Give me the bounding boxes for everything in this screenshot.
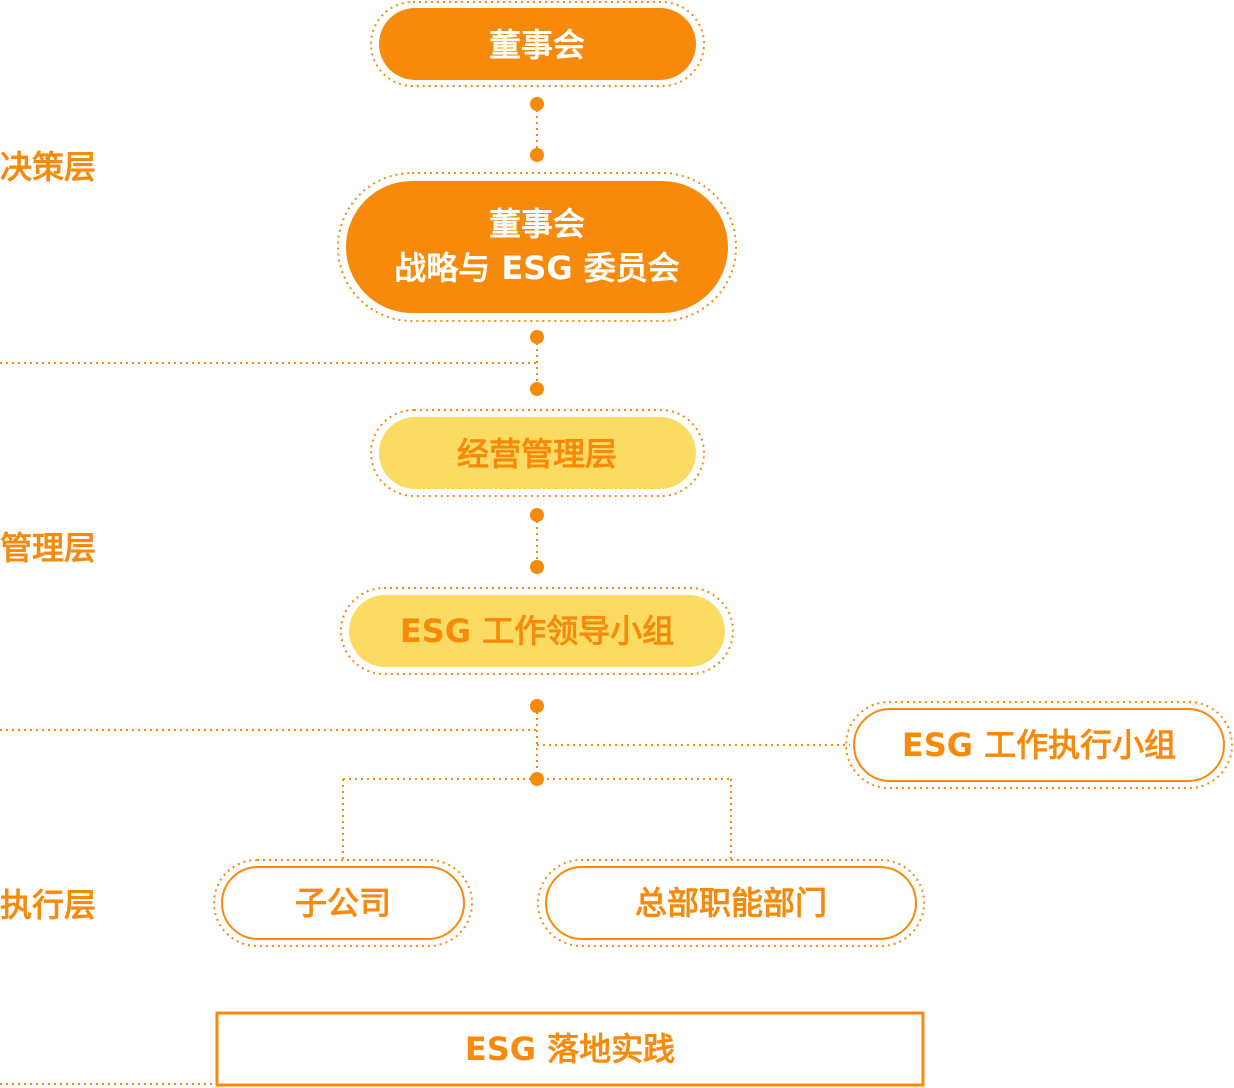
node-board-outline xyxy=(370,1,705,87)
dot xyxy=(530,382,544,396)
node-esg-execution-group-fill xyxy=(853,708,1225,782)
node-esg-practice: ESG 落地实践 xyxy=(215,1011,925,1087)
node-operating-management: 经营管理层 xyxy=(370,409,705,497)
dot xyxy=(530,772,544,786)
node-subsidiaries-fill xyxy=(221,866,465,940)
node-strategy-committee-outline xyxy=(337,172,737,322)
node-esg-execution-group: ESG 工作执行小组 xyxy=(845,701,1233,789)
dot xyxy=(530,97,544,111)
dot xyxy=(530,330,544,344)
node-operating-management-fill xyxy=(379,417,696,489)
node-hq-departments-fill xyxy=(545,866,917,940)
node-strategy-committee-fill xyxy=(346,181,728,313)
node-esg-leading-group: ESG 工作领导小组 xyxy=(340,587,734,675)
tier-dividers xyxy=(0,362,537,1085)
tier-label-management: 管理层 xyxy=(0,529,96,567)
node-operating-management-outline xyxy=(370,409,705,497)
node-board: 董事会 xyxy=(370,1,705,87)
node-subsidiaries-outline xyxy=(213,859,473,947)
node-esg-leading-group-fill xyxy=(349,595,725,667)
dot xyxy=(530,560,544,574)
node-subsidiaries-label: 子公司 xyxy=(295,884,391,922)
node-board-fill xyxy=(379,8,696,80)
dot xyxy=(530,148,544,162)
node-esg-practice-box xyxy=(215,1011,925,1087)
node-strategy-committee-line1: 董事会 xyxy=(489,205,585,243)
node-strategy-committee: 董事会 战略与 ESG 委员会 xyxy=(337,172,737,322)
tier-label-decision: 决策层 xyxy=(0,148,96,186)
node-esg-leading-group-label: ESG 工作领导小组 xyxy=(400,612,674,650)
tier-label-execution: 执行层 xyxy=(0,886,96,924)
connector-dots xyxy=(530,97,544,786)
node-hq-departments-label: 总部职能部门 xyxy=(635,884,827,922)
node-hq-departments-outline xyxy=(537,859,925,947)
node-hq-departments: 总部职能部门 xyxy=(537,859,925,947)
node-operating-management-label: 经营管理层 xyxy=(457,435,617,473)
node-esg-leading-group-outline xyxy=(340,587,734,675)
node-strategy-committee-line2: 战略与 ESG 委员会 xyxy=(394,249,679,287)
node-esg-execution-group-outline xyxy=(845,701,1233,789)
node-esg-practice-label: ESG 落地实践 xyxy=(465,1030,675,1068)
node-esg-execution-group-label: ESG 工作执行小组 xyxy=(902,726,1176,764)
node-board-label: 董事会 xyxy=(489,26,585,64)
dot xyxy=(530,699,544,713)
dot xyxy=(530,508,544,522)
node-subsidiaries: 子公司 xyxy=(213,859,473,947)
